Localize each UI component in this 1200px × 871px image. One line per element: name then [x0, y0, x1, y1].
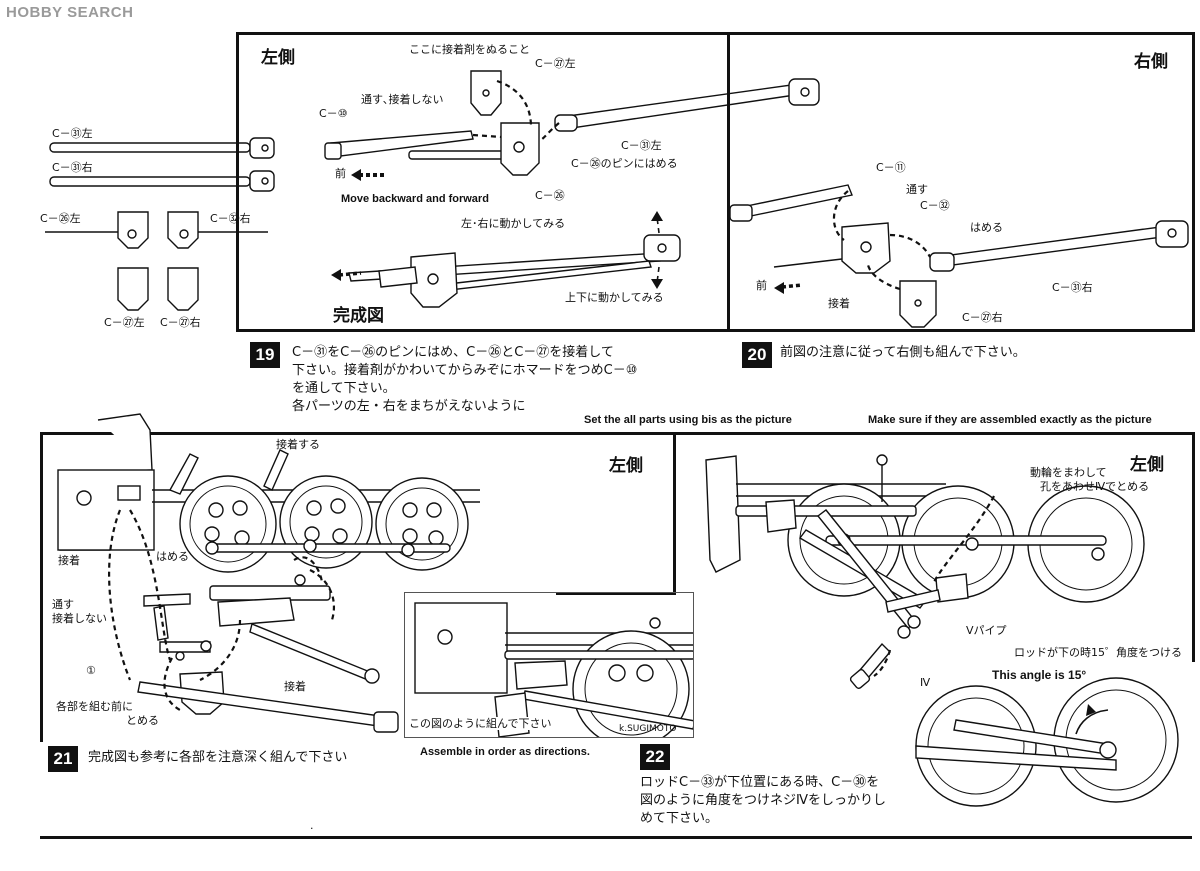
label-c31-right-20: C－㉛右	[1052, 281, 1093, 294]
caption-move-back-forward: Move backward and forward	[341, 193, 489, 205]
caption-assemble-order: Assemble in order as directions.	[420, 746, 590, 758]
label-fit-21: はめる	[156, 550, 189, 563]
step-20-text: 前図の注意に従って右側も組んで下さい。	[780, 345, 1026, 360]
label-pass-21: 通す	[52, 598, 74, 611]
watermark-text: HOBBY SEARCH	[6, 4, 134, 21]
panel-22-drawing	[705, 454, 1179, 807]
label-c31-left-19: C－㉛左	[621, 139, 662, 152]
panel-20-right-side: 右側 C－⑪ 通す C－㉜ はめる C－㉛右 前 接着 C－㉗右	[727, 32, 1195, 332]
caption-make-sure: Make sure if they are assembled exactly …	[868, 414, 1152, 426]
label-glue-20: 接着	[828, 297, 850, 310]
panel-21-title: 左側	[609, 456, 643, 476]
panel-20-drawing	[729, 184, 1189, 328]
panel-22-top-border	[676, 432, 1195, 435]
watermark: HOBBY SEARCH	[6, 4, 133, 21]
label-front-19: 前	[335, 167, 346, 180]
label-no-glue-21: 接着しない	[52, 612, 107, 625]
label-fasten: とめる	[126, 714, 159, 727]
label-c26-pin: C－㉖のピンにはめる	[571, 157, 678, 170]
label-c31-left: C－㉛左	[52, 127, 93, 140]
step-21-number: 21	[48, 746, 78, 772]
rod-c31-right-shape	[49, 176, 251, 187]
label-c32-right: C－㉜右	[210, 212, 251, 225]
label-move-up-down: 上下に動かしてみる	[565, 291, 664, 304]
bottom-rule	[40, 836, 1192, 839]
panel-21-left-border	[40, 432, 43, 742]
label-c26-left: C－㉖左	[40, 212, 81, 225]
parts-list: C－㉛左 C－㉛右 C－㉖左 C－㉜右 C－㉗左 C－㉗右	[0, 0, 275, 340]
inset-drawing	[414, 602, 693, 737]
label-move-left-right: 左･右に動かしてみる	[461, 217, 566, 230]
panel-19-left-side: 左側	[236, 32, 820, 332]
label-c27-right-20: C－㉗右	[962, 311, 1003, 324]
label-rod-angle: ロッドが下の時15゜角度をつける	[1014, 646, 1182, 659]
label-fit-20: はめる	[970, 221, 1003, 234]
label-glue2-21: 接着	[284, 680, 306, 693]
step-21-text: 完成図も参考に各部を注意深く組んで下さい	[88, 750, 348, 765]
caption-angle: This angle is 15°	[992, 668, 1087, 682]
label-glue-here: ここに接着剤をぬること	[409, 43, 530, 56]
label-glue-do: 接着する	[276, 438, 320, 451]
label-c27-left: C－㉗左	[104, 316, 145, 329]
step-22-text: ロッドC－㉝が下位置にある時、C－㉚を 図のように角度をつけネジⅣをしっかりし …	[640, 775, 886, 826]
parts-list-drawing	[45, 137, 275, 311]
footer-mark: ·	[310, 822, 314, 835]
label-complete-drawing: 完成図	[333, 306, 384, 326]
plate-c27-right-shape	[167, 267, 199, 311]
label-pass-no-glue: 通す､接着しない	[361, 93, 444, 106]
panel-22-title: 左側	[1130, 455, 1164, 475]
label-c11: C－⑪	[876, 161, 906, 174]
rod-c31-left-shape	[49, 142, 251, 153]
panel-22-right-border	[1192, 432, 1195, 662]
label-c31-right: C－㉛右	[52, 161, 93, 174]
label-screw-1: ①	[86, 664, 96, 677]
inset-signature: k.SUGIMOTO	[619, 724, 677, 734]
label-c26: C－㉖	[535, 189, 565, 202]
label-before-assemble: 各部を組む前に	[56, 700, 133, 713]
label-c27-right: C－㉗右	[160, 316, 201, 329]
panel-21-lower-border	[556, 592, 676, 595]
label-c27-left-19: C－㉗左	[535, 57, 576, 70]
caption-set-parts: Set the all parts using bis as the pictu…	[584, 414, 792, 426]
panel-21-drawing	[57, 413, 480, 733]
inset-completed-view: この図のように組んで下さい k.SUGIMOTO	[404, 592, 694, 738]
label-c32: C－㉜	[920, 199, 950, 212]
label-glue-21: 接着	[58, 554, 80, 567]
label-c10: C－⑩	[319, 107, 348, 120]
step-22-number: 22	[640, 744, 670, 770]
step-20-number: 20	[742, 342, 772, 368]
label-pass-20: 通す	[906, 183, 928, 196]
panel-19-drawing	[324, 70, 820, 308]
panel-20-title: 右側	[1134, 52, 1168, 72]
label-pipe: Ⅴパイプ	[966, 624, 1007, 637]
label-front-20: 前	[756, 279, 767, 292]
label-align-holes: 孔をあわせⅣでとめる	[1040, 480, 1150, 493]
step-19-text: C－㉛をC－㉖のピンにはめ、C－㉖とC－㉗を接着して 下さい。接着剤がかわいてか…	[292, 345, 638, 414]
label-rotate-wheel: 動輪をまわして	[1030, 466, 1107, 479]
plate-c27-left-shape	[117, 267, 149, 311]
inset-caption: この図のように組んで下さい	[409, 717, 552, 730]
panel-19-title: 左側	[261, 48, 295, 68]
step-19-number: 19	[250, 342, 280, 368]
panel-21-right-border	[673, 432, 676, 592]
label-screw-4: Ⅳ	[920, 676, 931, 689]
